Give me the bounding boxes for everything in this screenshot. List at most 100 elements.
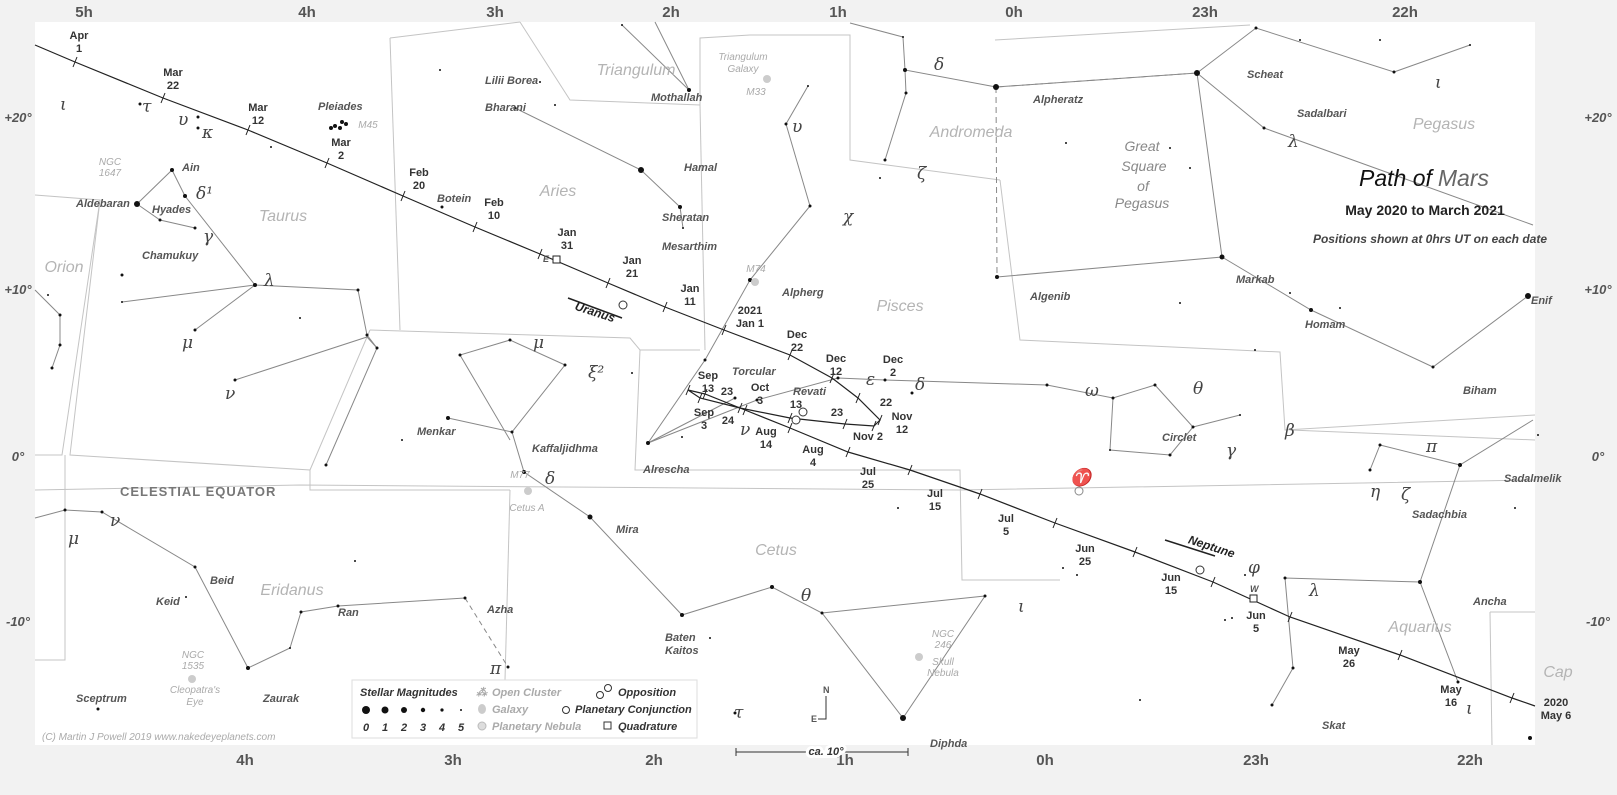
greek-letter: π xyxy=(1425,437,1438,457)
greek-letter: ι xyxy=(1018,597,1025,617)
star-dot xyxy=(703,358,707,362)
star-label: Algenib xyxy=(1029,291,1071,303)
star-label: Enif xyxy=(1531,295,1553,307)
constellation-figure-line xyxy=(654,21,690,91)
great-square-label: Great xyxy=(1124,138,1160,154)
mars-date-label: Dec xyxy=(787,329,807,341)
mars-date-label: Jan xyxy=(558,227,577,239)
star-dot xyxy=(587,514,593,520)
star-dot xyxy=(820,611,824,615)
hour-label-top: 23h xyxy=(1192,4,1218,21)
star-dot xyxy=(1189,167,1191,169)
greek-letter: τ xyxy=(142,97,152,117)
planetary-nebula-label: Planetary Nebula xyxy=(492,721,581,733)
copyright: (C) Martin J Powell 2019 www.nakedeyepla… xyxy=(42,732,275,743)
date-tick xyxy=(737,402,743,414)
star-dot xyxy=(1153,383,1157,387)
star-label: Revati xyxy=(793,386,827,398)
date-tick xyxy=(871,420,877,432)
star-dot xyxy=(733,396,737,400)
deep-sky-label: Triangulum xyxy=(718,52,767,63)
deep-sky-label: Nebula xyxy=(927,668,959,679)
mars-date-label: Feb xyxy=(409,167,429,179)
star-dot xyxy=(638,167,644,173)
date-tick xyxy=(697,392,703,404)
quadrature-icon xyxy=(603,721,612,730)
star-label: Lilii Borea xyxy=(485,75,538,87)
constellation-figure-line xyxy=(194,284,256,331)
hour-label-bottom: 22h xyxy=(1457,752,1483,769)
mars-date-label: Dec xyxy=(883,354,903,366)
planetary-nebula-icon xyxy=(477,721,487,731)
constellation-figure-line xyxy=(234,336,378,466)
boundary-line xyxy=(519,21,1001,181)
star-dot xyxy=(1368,468,1372,472)
mars-date-label: Jun xyxy=(1075,543,1095,555)
opposition-marker xyxy=(791,415,801,425)
star-dot xyxy=(680,613,684,617)
mars-date-label: Sep xyxy=(698,370,718,382)
star-dot xyxy=(748,278,752,282)
deep-sky-label: M45 xyxy=(358,120,378,131)
constellation-figure-line xyxy=(121,284,256,303)
star-dot xyxy=(458,353,462,357)
deep-sky-object xyxy=(524,487,532,495)
greek-letter: δ xyxy=(915,375,925,395)
pleiades-star xyxy=(329,126,333,130)
greek-letter: γ xyxy=(1226,441,1237,461)
hour-label-bottom: 23h xyxy=(1243,752,1269,769)
constellation-label: Triangulum xyxy=(597,62,676,79)
star-dot xyxy=(1045,383,1049,387)
star-dot xyxy=(995,275,999,279)
star-dot xyxy=(375,346,379,350)
boundary-line xyxy=(369,329,700,351)
greek-letter: μ xyxy=(533,333,544,353)
magnitude-label: 0 xyxy=(363,722,370,734)
mars-date-day: 2 xyxy=(338,150,344,162)
greek-letter: ι xyxy=(1466,699,1473,719)
deep-sky-label: Skull xyxy=(932,657,954,668)
star-dot xyxy=(463,596,467,600)
star-dot xyxy=(1458,463,1462,467)
quadrature-marker xyxy=(1249,594,1258,603)
date-tick xyxy=(1132,546,1138,558)
magnitude-dot xyxy=(401,707,407,713)
hour-label-top: 4h xyxy=(298,4,316,21)
mars-date-label: Jan xyxy=(623,255,642,267)
star-label: Homam xyxy=(1305,319,1346,331)
deep-sky-label: 1535 xyxy=(182,661,205,672)
star-label: Biham xyxy=(1463,385,1497,397)
star-label: Keid xyxy=(156,596,180,608)
star-dot xyxy=(1168,453,1172,457)
star-label: Circlet xyxy=(1162,432,1198,444)
star-dot xyxy=(733,711,737,715)
dec-label-left: +20° xyxy=(4,110,32,125)
star-dot xyxy=(678,205,682,209)
quadrature-west-label: W xyxy=(1250,584,1260,594)
opposition-marker xyxy=(798,407,808,417)
star-dot xyxy=(1537,434,1539,436)
date-tick xyxy=(1397,649,1403,661)
star-dot xyxy=(120,273,124,277)
star-dot xyxy=(836,376,840,380)
mars-date-day: 31 xyxy=(561,240,573,252)
star-label: Kaffaljidhma xyxy=(532,443,598,455)
greek-letter: ζ xyxy=(1401,485,1412,505)
greek-letter: ν xyxy=(110,511,120,531)
date-tick xyxy=(1210,576,1216,588)
boundary-line xyxy=(389,21,521,39)
deep-sky-label: 246 xyxy=(934,640,952,651)
greek-letter: ξ² xyxy=(588,363,604,383)
star-dot xyxy=(1379,39,1381,41)
star-dot xyxy=(1062,567,1064,569)
star-dot xyxy=(1169,147,1171,149)
star-dot xyxy=(1525,293,1531,299)
star-label: Sadachbia xyxy=(1412,509,1467,521)
dec-label-right: +10° xyxy=(1584,282,1612,297)
deep-sky-label: 1647 xyxy=(99,168,122,179)
date-tick xyxy=(829,372,835,384)
mars-date-day: 25 xyxy=(862,479,874,491)
mars-date-label: 23 xyxy=(721,386,733,398)
mars-date-label: Jun xyxy=(1161,572,1181,584)
deep-sky-label: NGC xyxy=(932,629,955,640)
